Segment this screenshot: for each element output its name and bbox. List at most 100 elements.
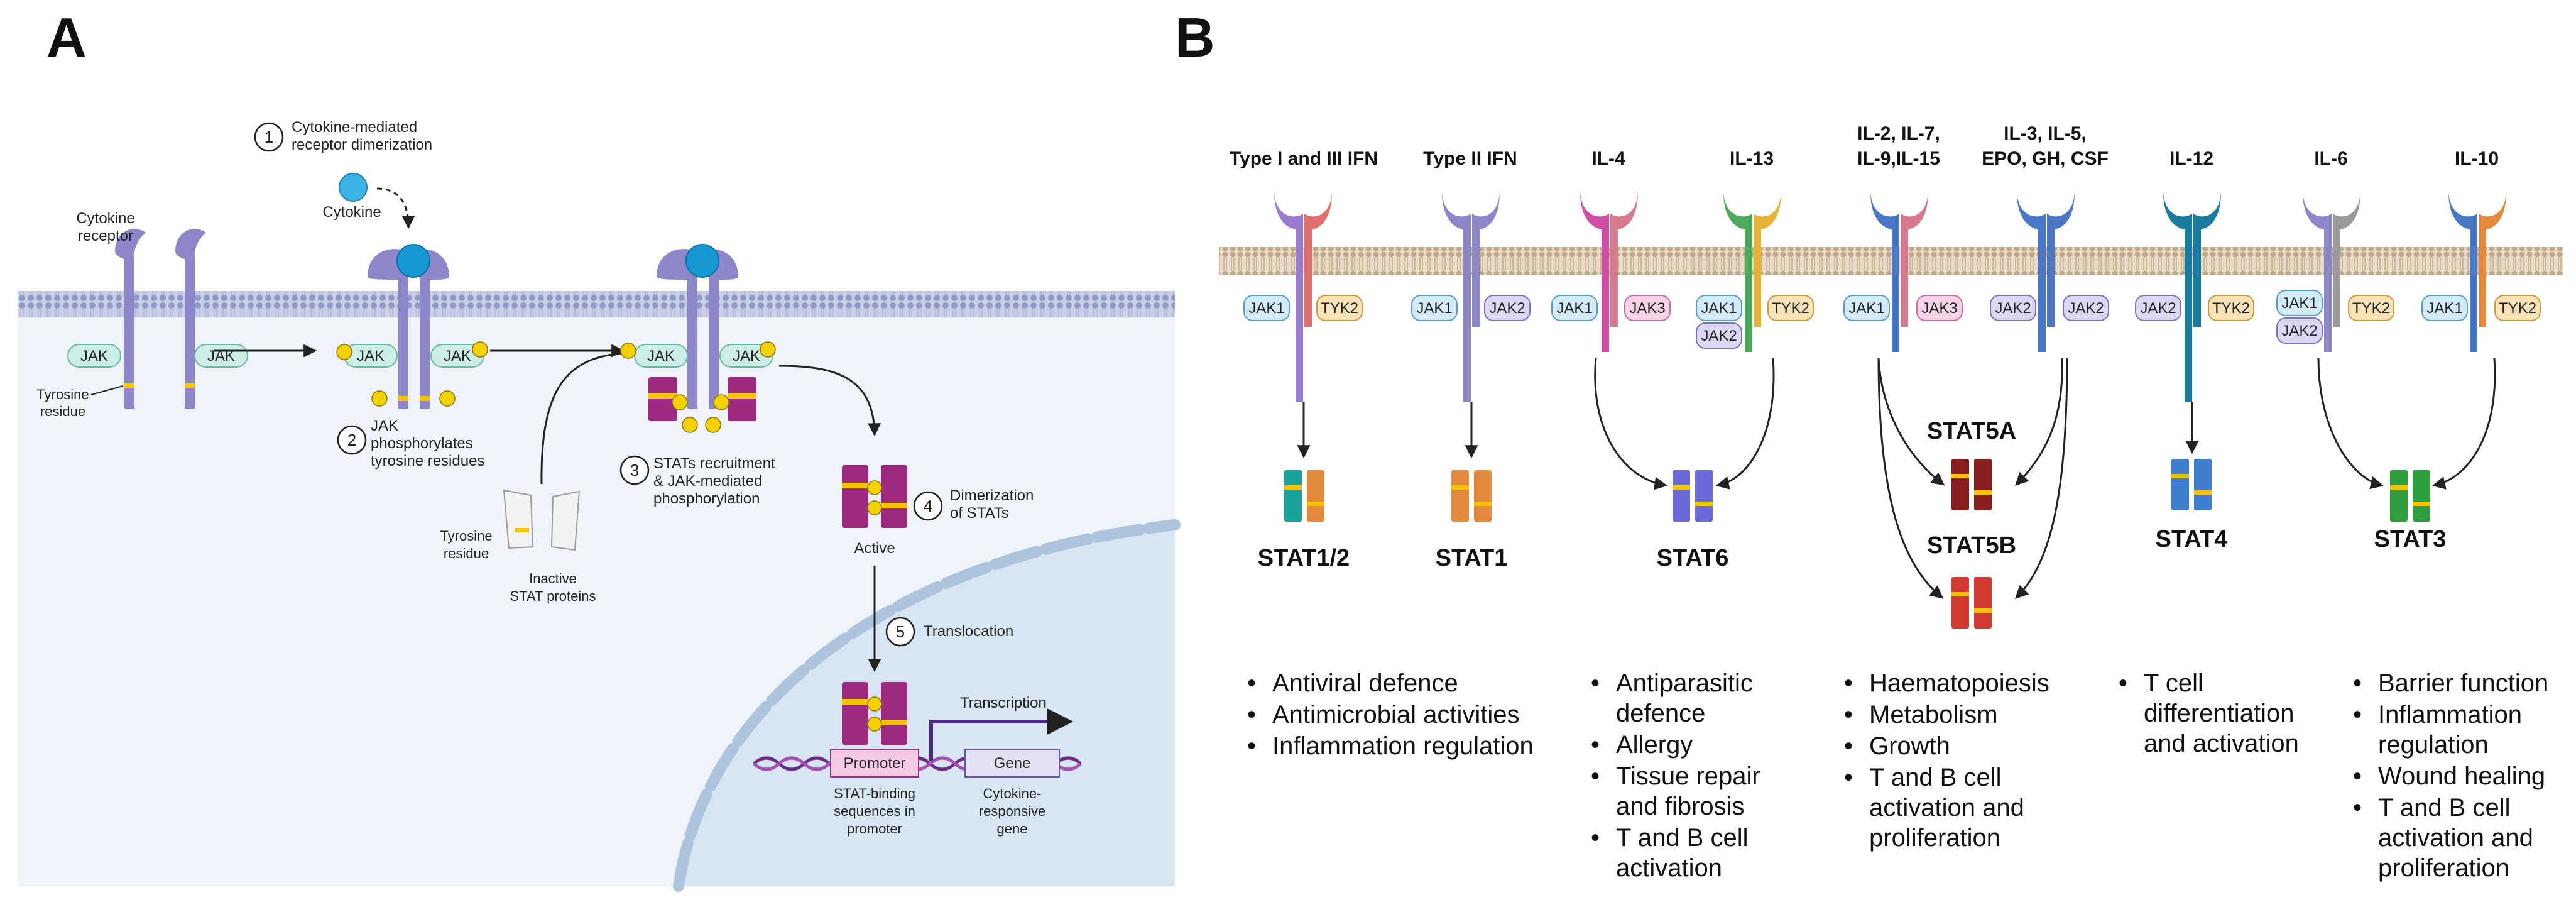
step-2-line-2: phosphorylates <box>371 435 473 452</box>
transcription-label: Transcription <box>960 695 1047 712</box>
receptor-il3 <box>2017 192 2075 352</box>
step-1-line-1: Cytokine-mediated <box>292 119 417 136</box>
function-item: differentiation <box>2144 700 2294 727</box>
function-item: Antiparasitic <box>1616 669 1753 697</box>
function-item: activation and <box>2378 824 2533 852</box>
jak-box <box>634 344 688 368</box>
function-item: and activation <box>2144 730 2299 757</box>
step-4-number: 4 <box>924 497 932 515</box>
step-3-circle <box>619 455 650 485</box>
jak-label: JAK <box>80 348 108 365</box>
functions-stat5: • Haematopoiesis • Metabolism • Growth •… <box>1844 669 2049 852</box>
cytokine-label-il10: IL-10 <box>2455 148 2499 169</box>
stat-dimer-stat5b <box>1951 577 1992 629</box>
function-item: T and B cell <box>1616 824 1749 852</box>
svg-text:•: • <box>1591 731 1600 759</box>
stat-dimer-stat6 <box>1673 470 1713 522</box>
sbs-label-1: STAT-binding <box>834 786 915 801</box>
crg-label-3: gene <box>997 821 1028 837</box>
crg-label-2: responsive <box>979 803 1045 819</box>
function-item: Haematopoiesis <box>1869 669 2049 697</box>
receptor-il2 <box>1870 192 1928 352</box>
step-4-circle <box>913 491 943 521</box>
receptor-il4 <box>1580 192 1638 352</box>
function-item: regulation <box>2378 731 2489 759</box>
svg-text:•: • <box>1591 762 1600 790</box>
svg-text:•: • <box>1844 669 1853 697</box>
jak-label: TYK2 <box>2352 300 2390 317</box>
jak-label: JAK <box>733 348 760 365</box>
step-4-line-2: of STATs <box>950 505 1009 522</box>
functions-stat6: • Antiparasitic defence • Allergy • Tiss… <box>1591 669 1760 882</box>
jak-box <box>719 344 773 368</box>
step-3-line-1: STATs recruitment <box>653 455 775 472</box>
function-item: Antiviral defence <box>1272 669 1458 697</box>
cytokine-label: Cytokine <box>322 204 381 221</box>
step-1-circle <box>254 122 284 152</box>
stat-dimer-stat4 <box>2171 459 2212 510</box>
jak-label: TYK2 <box>2499 300 2536 317</box>
arrow <box>778 365 881 437</box>
cytokine-label-il3-l2: EPO, GH, CSF <box>1982 148 2109 169</box>
cytokine-label-il13: IL-13 <box>1730 148 1774 169</box>
panel-b-label: B <box>1175 6 1215 69</box>
functions-stat4: • T cell differentiation and activation <box>2119 669 2299 757</box>
jak-label: JAK1 <box>1248 300 1284 317</box>
receptor-label-2: receptor <box>78 228 133 245</box>
promoter-box <box>830 749 919 778</box>
promoter-label: Promoter <box>844 755 906 772</box>
receptor-il6 <box>2303 192 2360 352</box>
inactive-label-1: Inactive <box>529 571 577 586</box>
stat-dimer-stat5a <box>1951 459 1992 510</box>
jak-label: JAK2 <box>1995 300 2031 317</box>
plasma-membrane <box>18 291 1175 317</box>
cytokine-label-ifn1-3: Type I and III IFN <box>1230 148 1378 169</box>
stat-label-stat3: STAT3 <box>2374 526 2447 552</box>
function-item: defence <box>1616 700 1705 727</box>
tyrosine-label-2: residue <box>40 404 85 419</box>
stat-dimer-stat1-2 <box>1284 470 1324 522</box>
nuclear-stat-dimer <box>842 682 907 745</box>
phospho-group <box>336 341 488 407</box>
function-item: T and B cell <box>2378 794 2511 822</box>
jak-label: JAK2 <box>2140 300 2176 317</box>
function-item: Antimicrobial activities <box>1272 701 1519 728</box>
svg-text:•: • <box>1591 824 1600 852</box>
function-item: and fibrosis <box>1616 793 1745 820</box>
svg-text:•: • <box>2353 701 2362 728</box>
function-item: T cell <box>2144 669 2203 697</box>
nuclear-envelope <box>673 519 1181 892</box>
stat-label-stat4: STAT4 <box>2156 526 2228 552</box>
svg-text:•: • <box>2119 669 2127 697</box>
jak-label: JAK <box>444 348 471 365</box>
jak-label: JAK2 <box>1489 300 1525 317</box>
receptor-il13 <box>1723 192 1781 352</box>
step-2-line-1: JAK <box>371 417 398 434</box>
stat-label-stat1: STAT1 <box>1436 545 1508 571</box>
tyrosine-label-1: Tyrosine <box>440 528 492 544</box>
receptor-il12 <box>2163 192 2221 402</box>
jak-label: JAK3 <box>1629 300 1665 317</box>
nucleus <box>679 525 1175 886</box>
function-item: activation <box>1616 854 1722 882</box>
svg-text:•: • <box>2353 669 2362 697</box>
stat-dimer-stat3 <box>2390 470 2430 522</box>
gene-label: Gene <box>994 755 1031 772</box>
step-5-circle <box>885 617 915 647</box>
step-3-line-3: phosphorylation <box>653 490 760 507</box>
function-item: proliferation <box>1869 824 2000 852</box>
jak-label: TYK2 <box>1321 300 1358 317</box>
cytokine-label-il2-l2: IL-9,IL-15 <box>1857 148 1940 169</box>
panel-b: B Type I and III IFN Type II IFN IL-4 IL… <box>1175 6 2563 882</box>
jak-label: TYK2 <box>2212 300 2250 317</box>
receptor-ifn1-3 <box>1274 192 1332 402</box>
jak-row: JAK1 TYK2 JAK1 JAK2 JAK1 JAK3 JAK1 JAK2 … <box>1243 290 2541 349</box>
jak-label: JAK1 <box>1701 300 1737 317</box>
cytokine-label-il4: IL-4 <box>1591 148 1625 169</box>
function-item: T and B cell <box>1869 764 2002 791</box>
cytokine-label-il2-l1: IL-2, IL-7, <box>1857 123 1940 144</box>
active-label: Active <box>854 540 895 557</box>
jak-label: JAK <box>357 348 385 365</box>
svg-text:•: • <box>2353 762 2362 790</box>
